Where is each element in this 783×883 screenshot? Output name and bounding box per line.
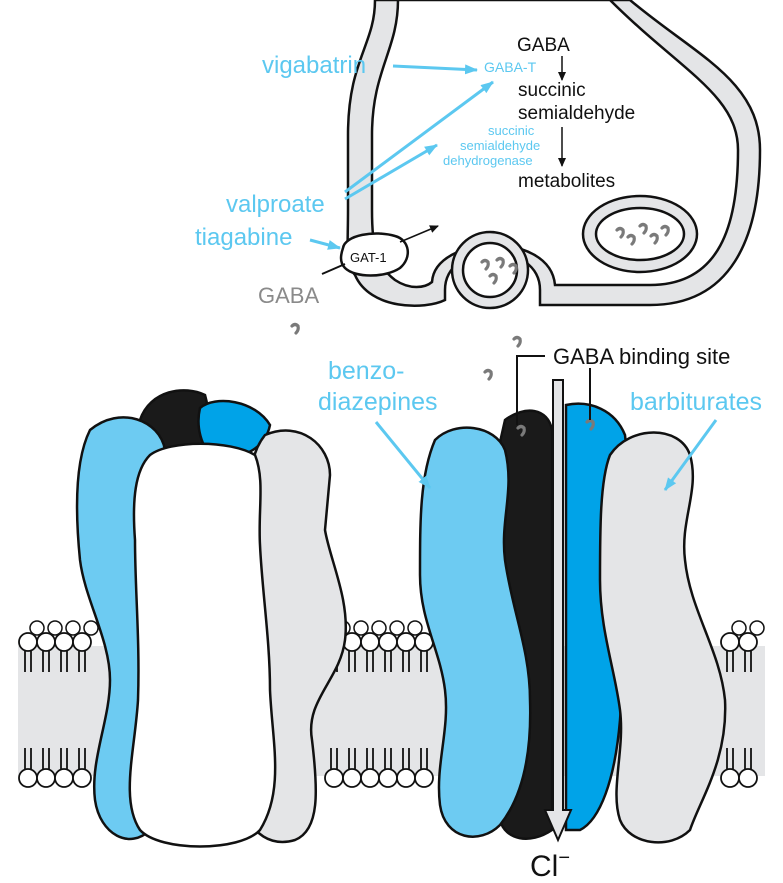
phospholipid-icon [30,621,44,635]
vesicle-icon [583,196,697,272]
gaba-to-gat1-line [322,264,345,274]
ion-charge: − [558,847,570,869]
free-gaba-molecules [292,325,520,380]
gaba-binding-site-label: GABA binding site [553,344,730,369]
phospholipid-icon [66,621,80,635]
phospholipid-icon [372,621,386,635]
benzo-label-line2: diazepines [318,388,438,416]
svg-text:Cl−: Cl− [530,847,570,883]
phospholipid-icon [732,621,746,635]
tiagabine-label: tiagabine [195,224,292,251]
pathway-gaba: GABA [517,35,570,56]
valproate-label: valproate [226,191,325,218]
benzo-arrow-icon [376,422,430,488]
gat1-transporter: GAT-1 [341,233,408,275]
barbiturates-label: barbiturates [630,388,762,416]
gaba-molecule-icon [292,325,298,334]
vigabatrin-label: vigabatrin [262,52,366,79]
ion-symbol: Cl [530,850,558,883]
phospholipid-icon [84,621,98,635]
receptor-side-view [77,390,346,846]
presynaptic-terminal: GABA GABA-T succinic semialdehyde succin… [258,0,760,308]
docked-vesicle-icon [452,232,528,308]
pathway-enzyme2-line2: semialdehyde [460,138,540,153]
phospholipid-icon [390,621,404,635]
pathway-product-line1: succinic [518,80,586,101]
pathway-product-line2: semialdehyde [518,103,635,124]
pathway-enzyme2-line3: dehydrogenase [443,153,533,168]
phospholipid-icon [750,621,764,635]
pathway-enzyme-gaba-t: GABA-T [484,59,537,75]
phospholipid-icon [408,621,422,635]
phospholipid-icon [48,621,62,635]
tiagabine-arrow-icon [310,240,340,248]
gaba-molecule-icon [514,338,520,347]
gaba-molecule-icon [485,371,491,380]
phospholipid-icon [354,621,368,635]
benzo-label-line1: benzo- [328,357,404,385]
extracellular-gaba-label: GABA [258,283,319,308]
chloride-ion-label: Cl− [530,847,570,883]
pathway-enzyme2-line1: succinic [488,123,535,138]
receptor-cross-section [420,380,725,842]
pathway-end-product: metabolites [518,171,615,192]
gat1-label: GAT-1 [350,250,387,265]
